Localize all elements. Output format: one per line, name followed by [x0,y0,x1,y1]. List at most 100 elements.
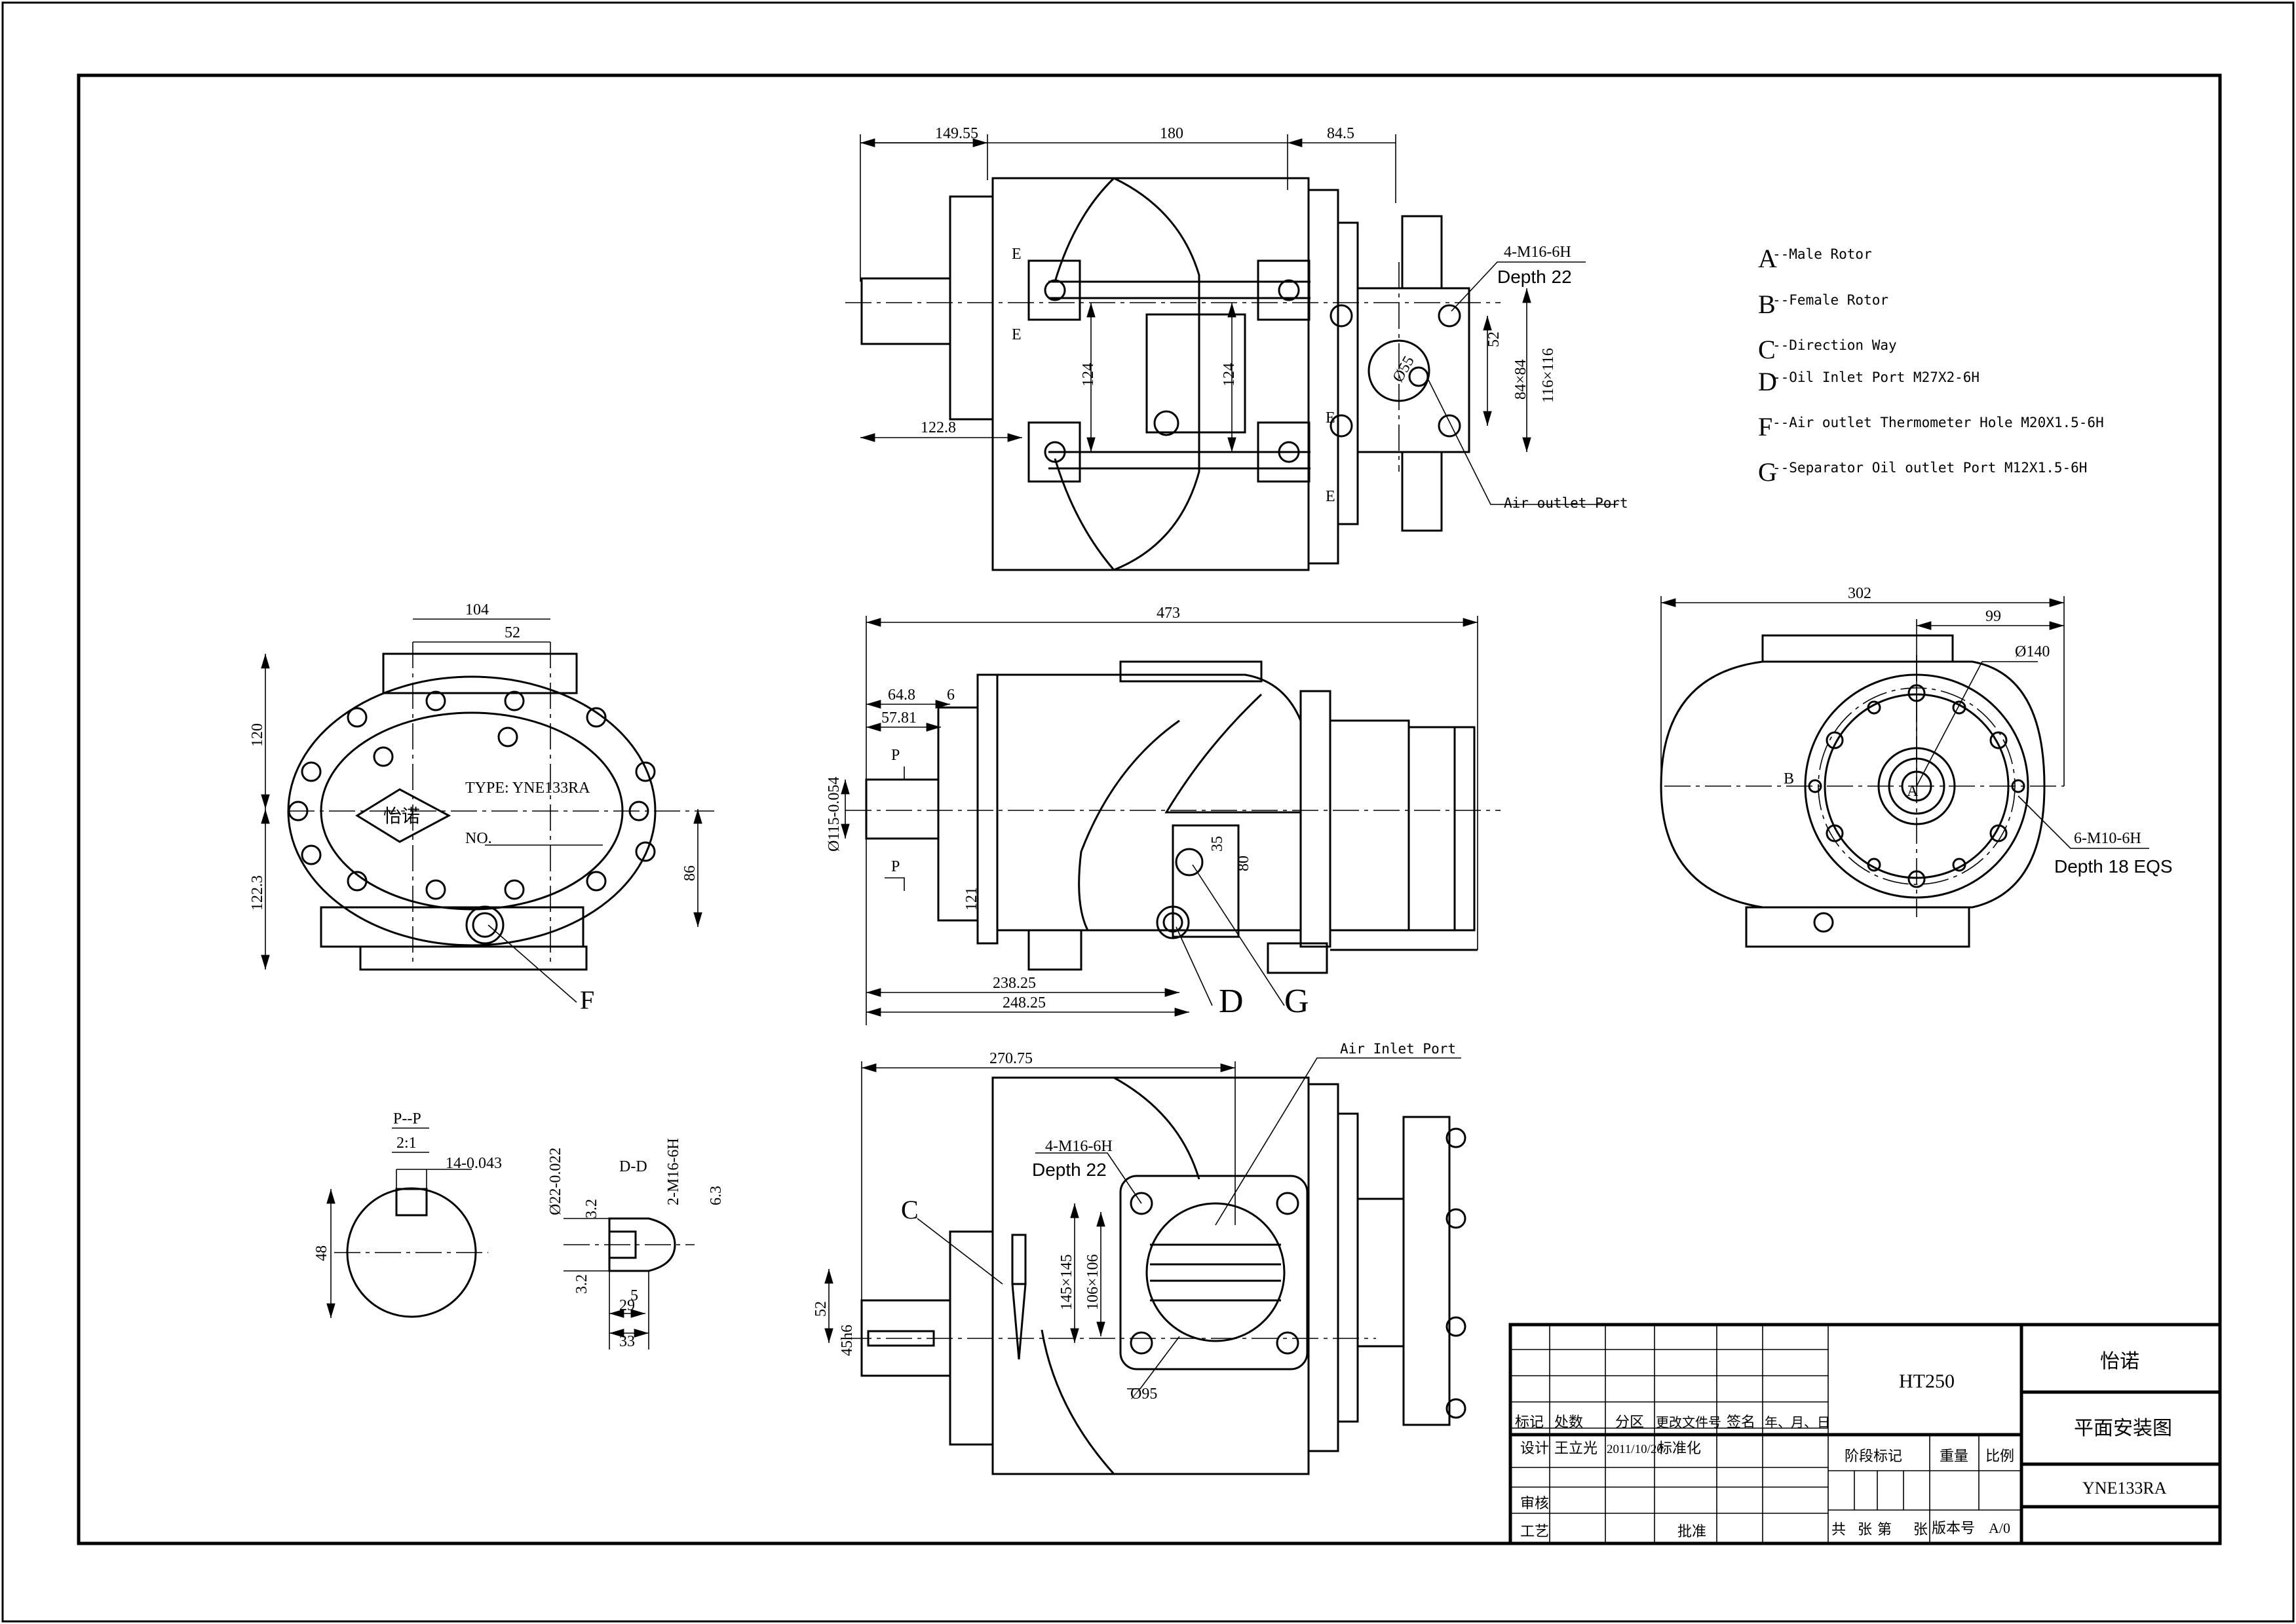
svg-text:--Direction Way: --Direction Way [1772,337,1897,353]
svg-text:审核: 审核 [1520,1495,1549,1511]
legend-item-c: C --Direction Way [1758,335,1897,364]
svg-text:B: B [1758,290,1776,319]
svg-text:29: 29 [619,1297,635,1314]
svg-text:Air Inlet Port: Air Inlet Port [1340,1041,1456,1057]
svg-text:F: F [1758,412,1772,442]
svg-text:Ø95: Ø95 [1130,1386,1157,1403]
top-view: 149.55 180 84.5 122.8 [845,125,1628,571]
bottom-view: 270.75 145×145 106×106 52 45h6 Air [813,1041,1466,1475]
legend-item-a: A --Male Rotor [1758,244,1872,273]
svg-text:116×116: 116×116 [1540,348,1557,403]
svg-text:124: 124 [1221,363,1238,387]
svg-text:52: 52 [505,624,520,641]
svg-text:57.81: 57.81 [881,709,917,727]
legend-item-f: F --Air outlet Thermometer Hole M20X1.5-… [1758,412,2104,442]
svg-text:怡诺: 怡诺 [383,806,420,826]
svg-text:D: D [1219,983,1244,1020]
legend-item-g: G --Separator Oil outlet Port M12X1.5-6H [1758,457,2087,487]
svg-text:149.55: 149.55 [935,125,978,142]
svg-text:4-M16-6H: 4-M16-6H [1045,1138,1113,1155]
svg-text:48: 48 [313,1245,330,1261]
front-view: 473 64.8 6 57.81 Ø115-0.054 121 35 80 [826,605,1501,1025]
svg-text:处数: 处数 [1554,1414,1583,1430]
svg-text:Ø115-0.054: Ø115-0.054 [826,777,843,852]
svg-text:批准: 批准 [1677,1523,1706,1539]
svg-text:标记: 标记 [1515,1414,1544,1430]
svg-text:52: 52 [813,1301,830,1317]
svg-text:121: 121 [963,887,980,911]
svg-text:2011/10/20: 2011/10/20 [1607,1443,1663,1456]
svg-text:第: 第 [1877,1521,1892,1538]
svg-text:重量: 重量 [1940,1448,1968,1464]
svg-text:6: 6 [947,687,955,704]
svg-text:E: E [1326,488,1335,505]
svg-text:设计: 设计 [1520,1440,1549,1456]
svg-text:共: 共 [1831,1521,1846,1538]
legend-item-b: B --Female Rotor [1758,290,1888,319]
svg-text:80: 80 [1235,856,1252,871]
right-view: 302 99 B A Ø140 6-M10-6H Depth 18 EQS [1660,585,2173,948]
svg-text:A: A [1758,244,1777,273]
svg-text:52: 52 [1485,331,1502,347]
svg-text:G: G [1758,457,1777,487]
svg-text:D: D [1758,367,1777,396]
svg-text:C: C [901,1195,919,1224]
svg-text:99: 99 [1985,608,2001,625]
svg-text:张: 张 [1913,1521,1928,1538]
svg-text:A/0: A/0 [1989,1520,2010,1536]
svg-text:4-M16-6H: 4-M16-6H [1504,244,1571,261]
svg-text:P: P [891,747,900,764]
svg-text:145×145: 145×145 [1058,1254,1075,1310]
left-view: 104 52 120 122.3 86 怡诺 TYPE: YNE133RA [249,601,714,1015]
svg-text:Depth 22: Depth 22 [1032,1160,1107,1180]
svg-text:2:1: 2:1 [396,1135,417,1152]
svg-text:--Male Rotor: --Male Rotor [1772,246,1872,262]
svg-text:Ø140: Ø140 [2015,643,2050,660]
svg-text:分区: 分区 [1615,1414,1644,1430]
svg-text:A: A [1907,783,1919,800]
svg-text:怡诺: 怡诺 [2100,1351,2139,1372]
svg-text:版本号: 版本号 [1932,1520,1975,1536]
svg-text:--Separator Oil outlet Port M1: --Separator Oil outlet Port M12X1.5-6H [1772,460,2087,476]
svg-text:238.25: 238.25 [993,975,1036,992]
svg-text:E: E [1012,246,1022,263]
svg-text:14-0.043: 14-0.043 [446,1155,502,1172]
svg-text:TYPE: YNE133RA: TYPE: YNE133RA [465,780,590,797]
svg-text:C: C [1758,335,1776,364]
svg-text:5: 5 [630,1287,638,1304]
svg-text:--Female Rotor: --Female Rotor [1772,292,1888,308]
svg-text:120: 120 [249,723,266,747]
svg-text:64.8: 64.8 [888,687,915,704]
svg-text:G: G [1284,983,1309,1020]
svg-text:Depth 18 EQS: Depth 18 EQS [2054,856,2173,877]
svg-text:签名: 签名 [1727,1414,1755,1430]
svg-text:更改文件号: 更改文件号 [1656,1415,1721,1430]
legend-item-d: D --Oil Inlet Port M27X2-6H [1758,367,1980,396]
svg-text:张: 张 [1858,1521,1872,1538]
svg-text:B: B [1784,770,1794,787]
title-block: 标记 处数 分区 更改文件号 签名 年、月、日 设计 王立光 2011/10/2… [1508,1323,2222,1545]
svg-text:248.25: 248.25 [1003,994,1046,1011]
svg-text:平面安装图: 平面安装图 [2074,1418,2172,1439]
svg-text:比例: 比例 [1985,1448,2014,1464]
section-pp: P--P 2:1 14-0.043 48 [313,1110,502,1318]
section-dd: D-D Ø22-0.022 3.2 2-M16-6H 6.3 3.2 5 29 … [547,1138,725,1350]
svg-text:Depth 22: Depth 22 [1497,267,1572,287]
svg-text:473: 473 [1157,605,1180,622]
svg-text:86: 86 [681,865,698,881]
svg-text:P--P: P--P [393,1110,421,1127]
svg-text:NO.: NO. [465,830,492,847]
svg-text:2-M16-6H: 2-M16-6H [665,1138,682,1205]
svg-text:HT250: HT250 [1899,1370,1955,1392]
svg-text:35: 35 [1209,836,1226,852]
svg-text:Ø22-0.022: Ø22-0.022 [547,1148,564,1215]
svg-text:--Oil Inlet Port M27X2-6H: --Oil Inlet Port M27X2-6H [1772,369,1980,385]
svg-text:标准化: 标准化 [1658,1440,1701,1456]
svg-text:3.2: 3.2 [583,1199,600,1218]
svg-text:180: 180 [1160,125,1183,142]
svg-text:YNE133RA: YNE133RA [2082,1479,2167,1498]
svg-text:122.8: 122.8 [921,419,956,436]
svg-text:F: F [580,985,594,1015]
